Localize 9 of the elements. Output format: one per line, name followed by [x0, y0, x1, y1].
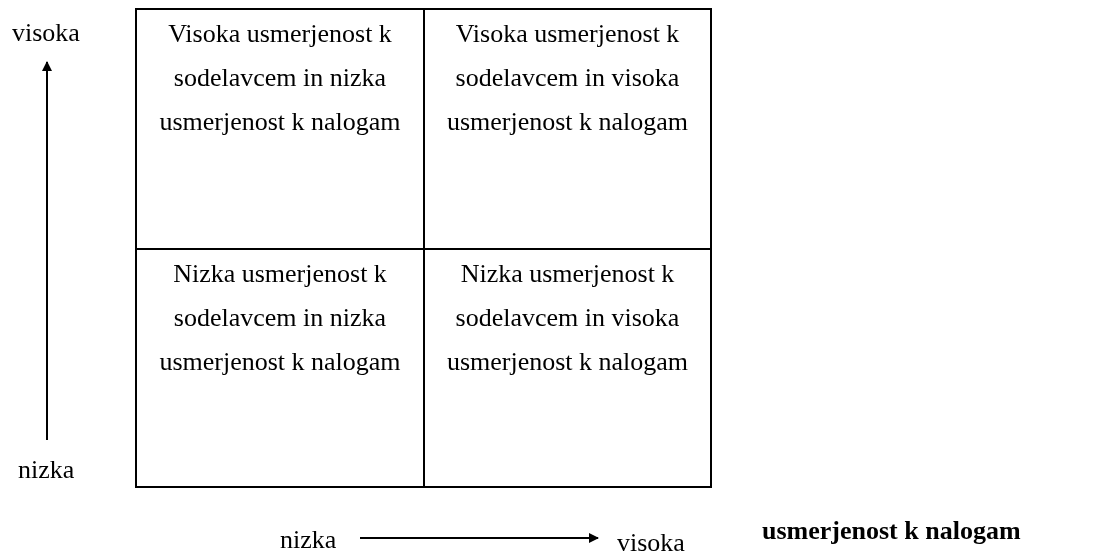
matrix-cell: Nizka usmerjenost k sodelavcem in nizka usmerjenost k nalogam — [135, 248, 425, 488]
axis-label: visoka — [617, 528, 685, 558]
axis-label: visoka — [12, 18, 80, 48]
matrix-cell: Visoka usmerjenost k sodelavcem in visoka usmerjenost k nalogam — [423, 8, 712, 250]
axis-title: usmerjenost k nalogam — [762, 516, 1021, 546]
matrix-cell: Visoka usmerjenost k sodelavcem in nizka usmerjenost k nalogam — [135, 8, 425, 250]
axis-label: nizka — [18, 455, 75, 485]
matrix-cell: Nizka usmerjenost k sodelavcem in visoka usmerjenost k nalogam — [423, 248, 712, 488]
axis-label: nizka — [280, 525, 337, 555]
